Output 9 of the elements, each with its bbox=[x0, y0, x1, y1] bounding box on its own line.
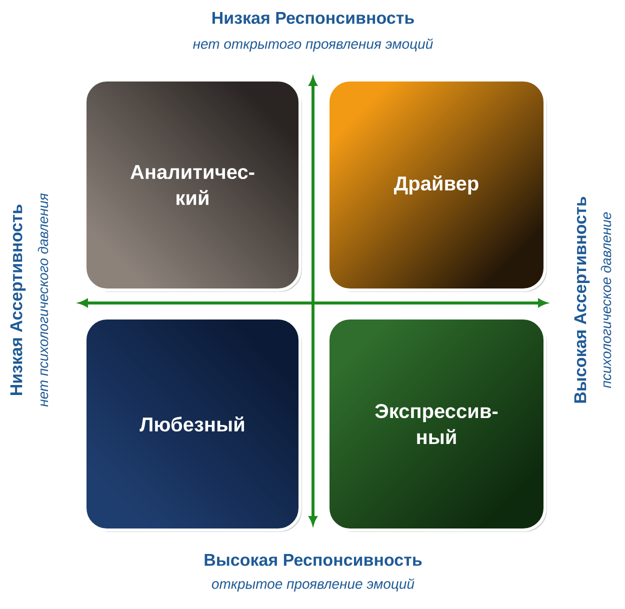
axis-title: Высокая Ассертивность bbox=[574, 196, 590, 403]
axis-title: Низкая Ассертивность bbox=[10, 204, 26, 395]
axis-title: Высокая Респонсивность bbox=[204, 554, 422, 566]
axis-subtitle: психологическое давление bbox=[600, 212, 612, 388]
axis-subtitle: нет открытого проявления эмоций bbox=[193, 38, 433, 52]
axis-title: Низкая Респонсивность bbox=[212, 12, 414, 24]
axis-subtitle: нет психологического давления bbox=[38, 193, 48, 407]
axis-subtitle: открытое проявление эмоций bbox=[212, 578, 414, 592]
quadrant-box: Экспрессив-ный bbox=[326, 316, 547, 532]
